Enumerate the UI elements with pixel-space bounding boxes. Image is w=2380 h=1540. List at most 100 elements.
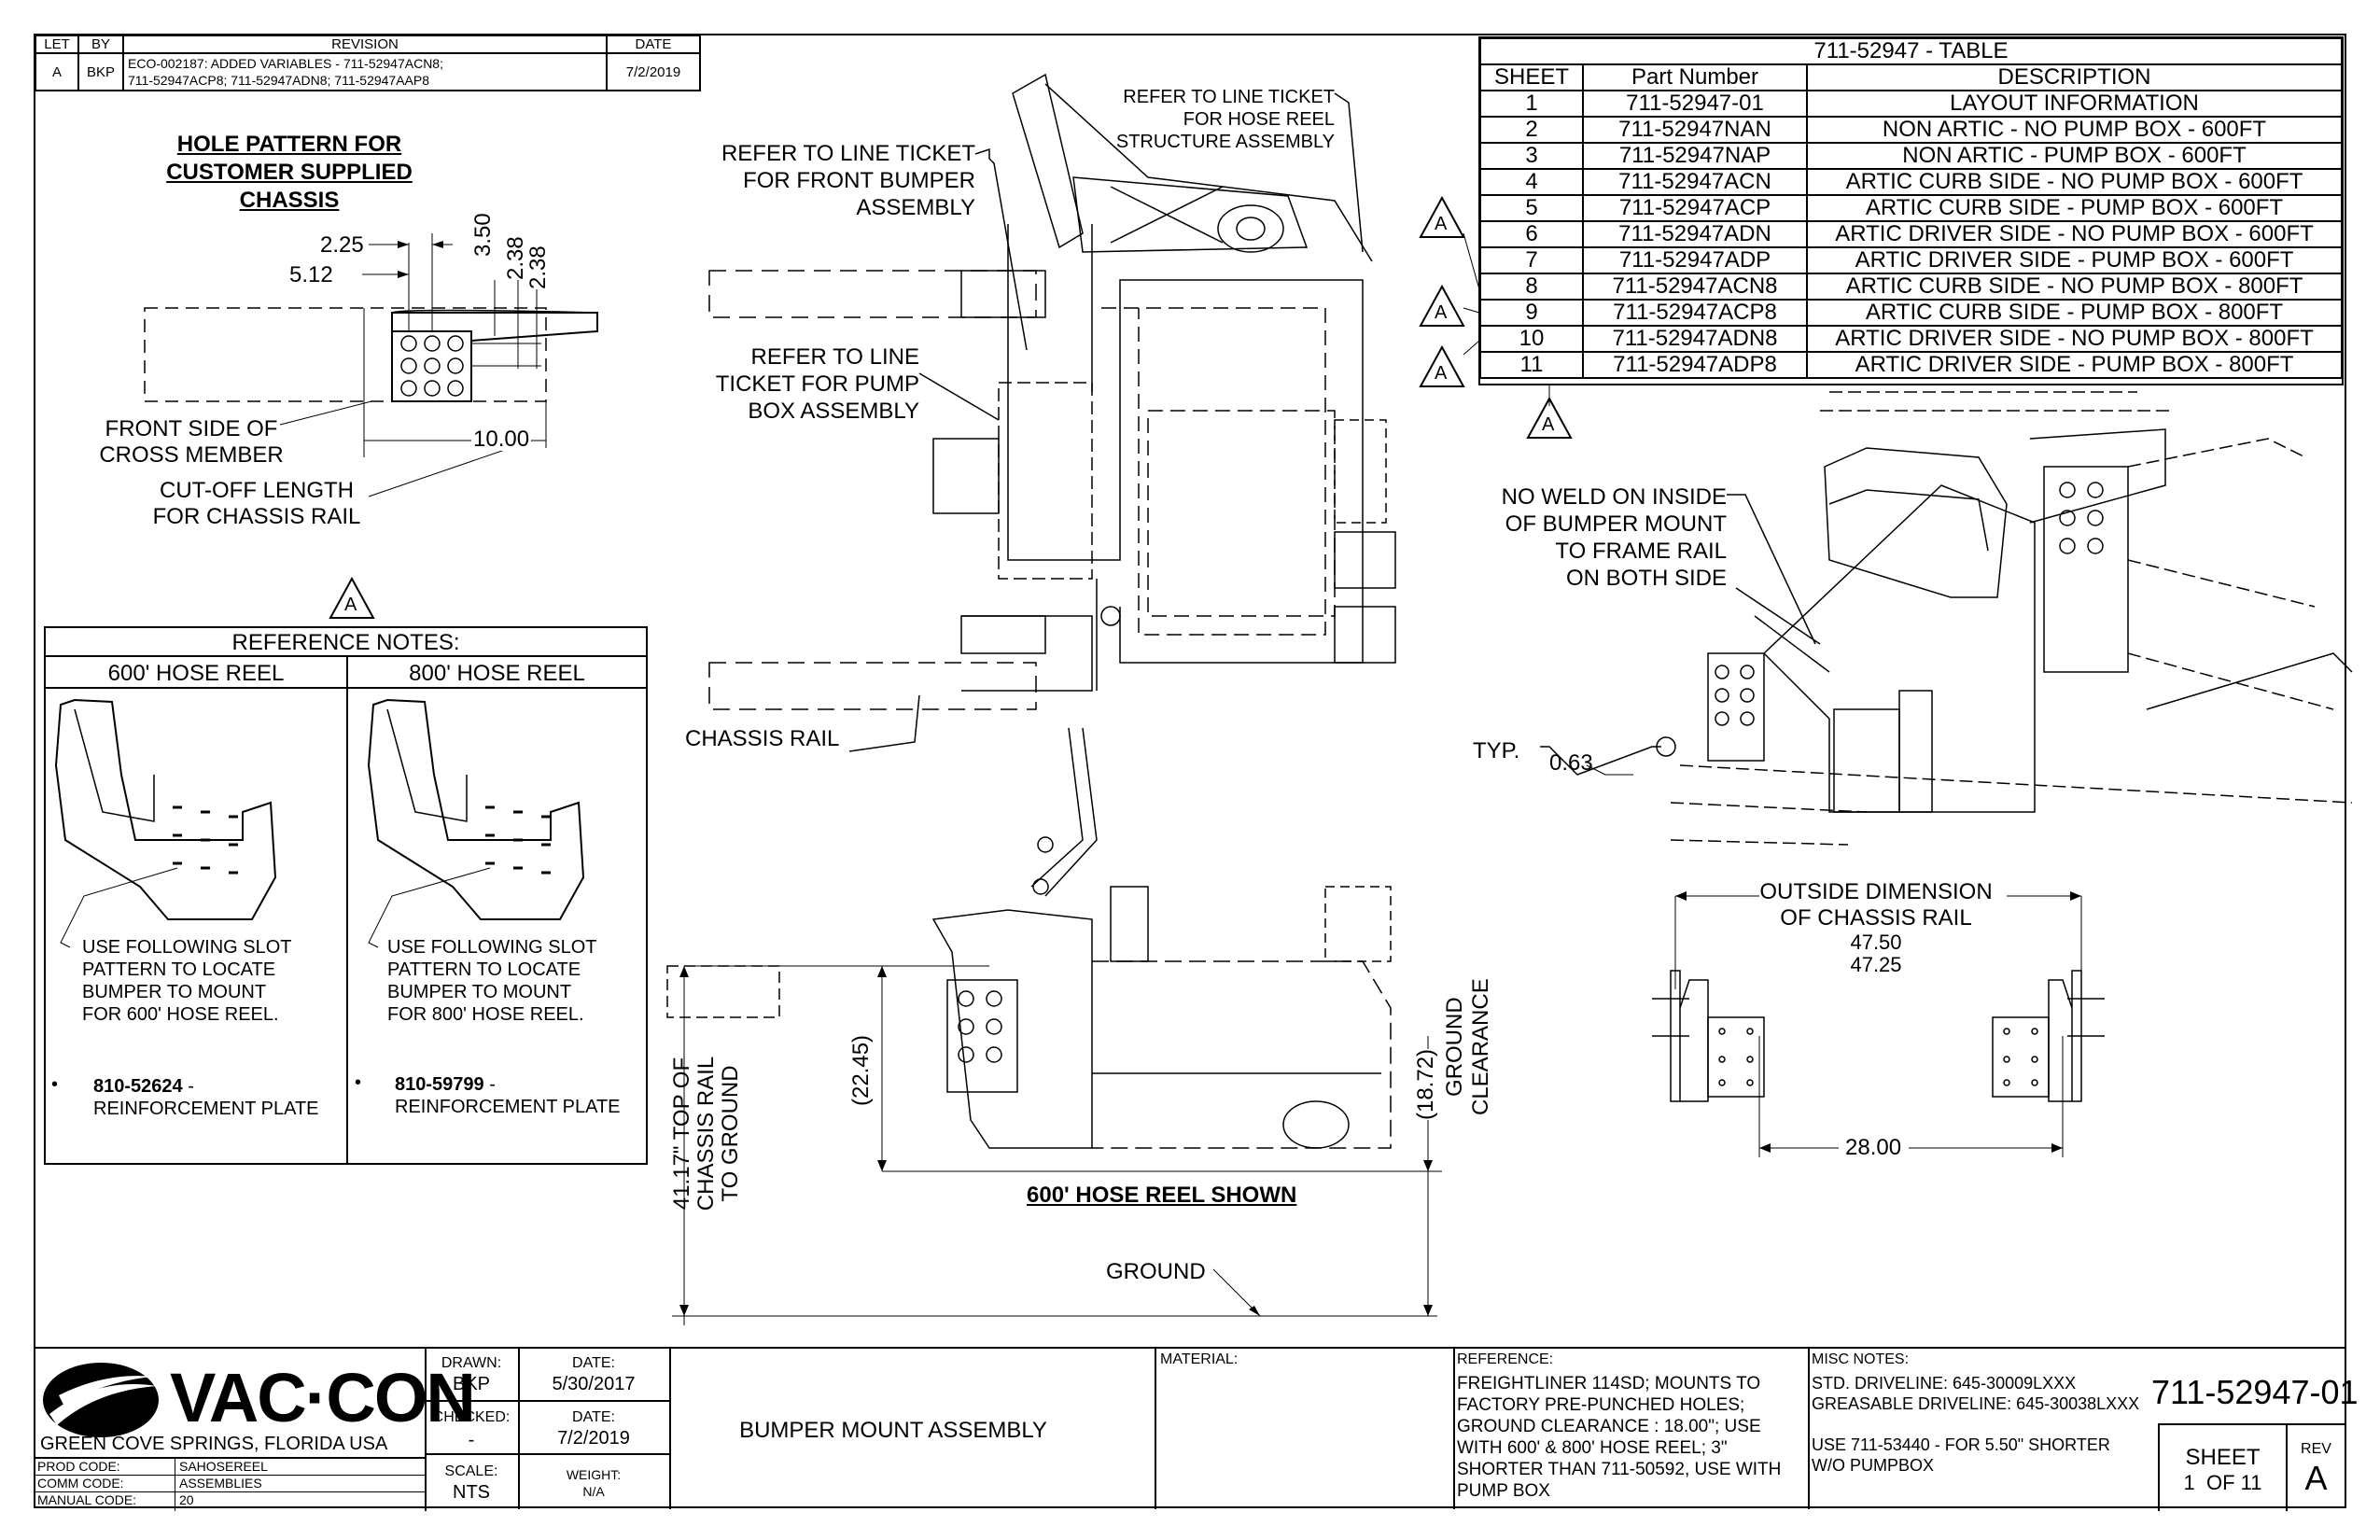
dim-47-25: 47.25 bbox=[1850, 953, 1902, 976]
rev-label: REV bbox=[2301, 1441, 2331, 1457]
ref-col800-bullet: • bbox=[355, 1072, 362, 1093]
rev-header-by: BY bbox=[77, 35, 124, 54]
reference-delta: A bbox=[329, 577, 375, 620]
reference-line3: GROUND CLEARANCE : 18.00"; USE bbox=[1457, 1417, 1761, 1436]
weight-value: N/A bbox=[582, 1484, 605, 1499]
cell-sheet: 1 bbox=[1479, 90, 1584, 118]
weight-label: WEIGHT: bbox=[566, 1467, 622, 1482]
dim-22-45: (22.45) bbox=[848, 1034, 874, 1106]
reference-line6: PUMP BOX bbox=[1457, 1481, 1550, 1501]
no-weld-line2: OF BUMPER MOUNT bbox=[1505, 511, 1727, 537]
reference-line5: SHORTER THAN 711-50592, USE WITH bbox=[1457, 1460, 1782, 1479]
cell-part-number: 711-52947NAN bbox=[1582, 116, 1808, 144]
reference-delta-letter: A bbox=[344, 595, 357, 615]
cell-sheet: 3 bbox=[1479, 142, 1584, 170]
ref-col600-part-number: 810-52624 bbox=[93, 1076, 183, 1097]
ref-col800-note: USE FOLLOWING SLOT PATTERN TO LOCATE BUM… bbox=[387, 936, 596, 1026]
no-weld-line3: TO FRAME RAIL bbox=[1555, 539, 1727, 564]
hole-pattern-title: HOLE PATTERN FOR CUSTOMER SUPPLIED CHASS… bbox=[149, 131, 429, 215]
comm-code-label: COMM CODE: bbox=[37, 1476, 124, 1491]
vaccon-swoosh-logo bbox=[43, 1363, 159, 1437]
table-delta-3: A bbox=[1419, 345, 1465, 388]
cell-description: ARTIC DRIVER SIDE - PUMP BOX - 800FT bbox=[1806, 351, 2343, 379]
cell-part-number: 711-52947ACN bbox=[1582, 168, 1808, 196]
reference-line4: WITH 600' & 800' HOSE REEL; 3" bbox=[1457, 1438, 1728, 1458]
front-side-line2: CROSS MEMBER bbox=[99, 442, 284, 468]
hole-pattern-title-line3: CHASSIS bbox=[239, 188, 340, 213]
cell-sheet: 6 bbox=[1479, 220, 1584, 248]
part-table-header-sheet: SHEET bbox=[1479, 63, 1584, 91]
callout-front-bumper-line1: REFER TO LINE TICKET bbox=[721, 141, 975, 166]
callout-pump-box-line1: REFER TO LINE bbox=[750, 344, 920, 370]
ref-col600-part-desc: REINFORCEMENT PLATE bbox=[93, 1099, 319, 1119]
center-top-view bbox=[708, 73, 1396, 897]
dim-28-00: 28.00 bbox=[1845, 1135, 1902, 1160]
cell-sheet: 10 bbox=[1479, 325, 1584, 353]
date2-value: 7/2/2019 bbox=[557, 1428, 630, 1449]
cell-description: ARTIC DRIVER SIDE - NO PUMP BOX - 600FT bbox=[1806, 220, 2343, 248]
cell-description: ARTIC CURB SIDE - PUMP BOX - 600FT bbox=[1806, 194, 2343, 222]
rev-desc: ECO-002187: ADDED VARIABLES - 711-52947A… bbox=[122, 52, 608, 91]
sheet-cell: SHEET 1 OF 11 REV A bbox=[2158, 1423, 2346, 1511]
callout-pump-box-line3: BOX ASSEMBLY bbox=[748, 399, 919, 424]
callout-hose-reel-line1: REFER TO LINE TICKET bbox=[1123, 87, 1335, 107]
cell-sheet: 9 bbox=[1479, 299, 1584, 327]
top-of-rail-line1: 41.17" TOP OF bbox=[669, 1057, 694, 1211]
comm-code-value: ASSEMBLIES bbox=[179, 1476, 262, 1491]
table-delta-1: A bbox=[1419, 196, 1465, 239]
callout-hose-reel-line2: FOR HOSE REEL bbox=[1183, 109, 1335, 130]
callout-chassis-rail: CHASSIS RAIL bbox=[685, 726, 840, 751]
ref-col800-part-number: 810-59799 bbox=[395, 1074, 484, 1095]
cell-sheet: 7 bbox=[1479, 246, 1584, 274]
scale-label: SCALE: bbox=[444, 1463, 498, 1479]
dim-5-12: 5.12 bbox=[289, 262, 333, 287]
part-table-header-desc: DESCRIPTION bbox=[1806, 63, 2343, 91]
rev-date: 7/2/2019 bbox=[606, 52, 701, 91]
callout-front-bumper: REFER TO LINE TICKET FOR FRONT BUMPER AS… bbox=[691, 140, 975, 221]
callout-hose-reel-line3: STRUCTURE ASSEMBLY bbox=[1115, 132, 1335, 152]
material-cell: MATERIAL: bbox=[1155, 1349, 1455, 1509]
rev-desc-line1: ECO-002187: ADDED VARIABLES - 711-52947A… bbox=[128, 56, 443, 71]
table-delta-4: A bbox=[1526, 397, 1573, 440]
ref-col800-note-line1: USE FOLLOWING SLOT bbox=[387, 937, 597, 958]
part-table-title: 711-52947 - TABLE bbox=[1479, 37, 2343, 65]
dim-2-25: 2.25 bbox=[320, 232, 364, 258]
table-delta-3-letter: A bbox=[1435, 363, 1448, 384]
logo-cell: VAC·CON GREEN COVE SPRINGS, FLORIDA USA bbox=[35, 1349, 476, 1457]
misc-line1: STD. DRIVELINE: 645-30009LXXX bbox=[1812, 1374, 2077, 1393]
prod-code-value: SAHOSEREEL bbox=[179, 1459, 268, 1474]
cell-part-number: 711-52947ACN8 bbox=[1582, 273, 1808, 301]
date1-value: 5/30/2017 bbox=[552, 1374, 636, 1394]
table-delta-4-letter: A bbox=[1542, 414, 1555, 435]
cell-part-number: 711-52947ACP8 bbox=[1582, 299, 1808, 327]
ref-col600-note-line2: PATTERN TO LOCATE bbox=[82, 959, 276, 980]
ref-col600-note-line1: USE FOLLOWING SLOT bbox=[82, 937, 292, 958]
misc-text: STD. DRIVELINE: 645-30009LXXX GREASABLE … bbox=[1812, 1373, 2139, 1476]
callout-hose-reel: REFER TO LINE TICKET FOR HOSE REEL STRUC… bbox=[1092, 86, 1335, 153]
cell-description: NON ARTIC - NO PUMP BOX - 600FT bbox=[1806, 116, 2343, 144]
checked-value: - bbox=[468, 1430, 475, 1450]
ref-col600-part: 810-52624 - REINFORCEMENT PLATE bbox=[93, 1075, 319, 1120]
table-delta-1-letter: A bbox=[1435, 214, 1448, 234]
hose-reel-shown-label: 600' HOSE REEL SHOWN bbox=[1027, 1183, 1297, 1208]
logo-text: VAC·CON bbox=[170, 1359, 476, 1436]
prod-code-label: PROD CODE: bbox=[37, 1459, 120, 1474]
rev-header-date: DATE bbox=[606, 35, 701, 54]
cutoff-line2: FOR CHASSIS RAIL bbox=[152, 504, 361, 529]
no-weld-line4: ON BOTH SIDE bbox=[1565, 566, 1727, 591]
cell-part-number: 711-52947-01 bbox=[1582, 90, 1808, 118]
misc-line2: GREASABLE DRIVELINE: 645-30038LXXX bbox=[1812, 1394, 2140, 1413]
misc-notes-cell: MISC NOTES: STD. DRIVELINE: 645-30009LXX… bbox=[1808, 1349, 2181, 1509]
drawn-value: BKP bbox=[452, 1374, 491, 1394]
front-side-line1: FRONT SIDE OF bbox=[105, 416, 278, 441]
part-table: 711-52947 - TABLE SHEET Part Number DESC… bbox=[1479, 37, 2343, 379]
ground-clearance-label: GROUND CLEARANCE bbox=[1442, 978, 1494, 1115]
dim-47-50: 47.50 bbox=[1850, 931, 1902, 954]
rev-header-revision: REVISION bbox=[122, 35, 608, 54]
manual-code-label: MANUAL CODE: bbox=[37, 1492, 137, 1507]
